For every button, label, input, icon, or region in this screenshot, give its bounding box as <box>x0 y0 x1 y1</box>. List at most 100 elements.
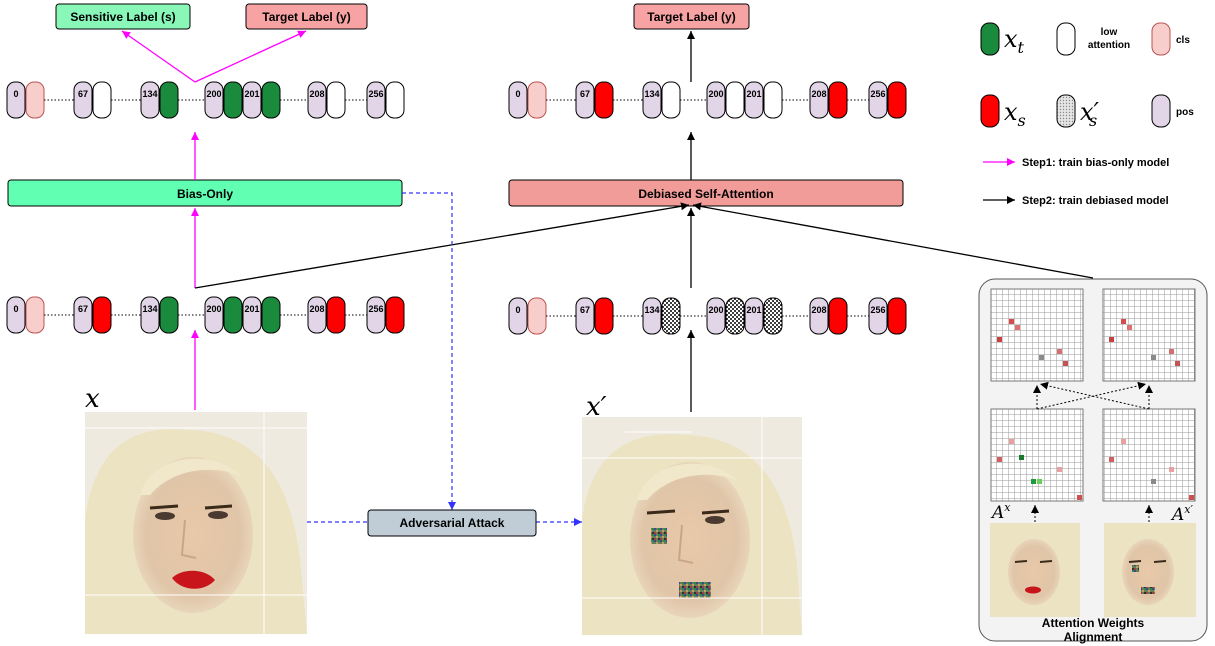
token-pair-208: 208 <box>307 81 346 119</box>
target-label-right-text: Target Label (y) <box>647 10 735 24</box>
legend-step1: Step1: train bias-only model <box>983 157 1169 169</box>
pos-embedding <box>642 81 662 119</box>
bias-only-box: Bias-Only <box>7 179 403 207</box>
token-pair-0: 0 <box>6 296 45 334</box>
token-position-label: 256 <box>870 89 885 99</box>
token-pair-256: 256 <box>868 297 907 335</box>
svg-text:attention: attention <box>1088 40 1130 51</box>
pos-embedding <box>706 81 726 119</box>
token-sensitive <box>887 81 907 119</box>
pos-embedding <box>6 296 26 334</box>
token-pair-201: 201 <box>744 81 783 119</box>
arrow-to-sensitive-label <box>121 30 196 83</box>
alignment-caption-line1: Attention Weights <box>1042 616 1145 630</box>
attention-label-a: Ax <box>990 501 1011 523</box>
attention-alignment-panel: Ax Ax′ Attention Weights Alignment <box>978 278 1208 644</box>
adversarial-face-image <box>582 417 802 635</box>
legend-low-attention: low attention <box>1056 22 1130 56</box>
svg-text:x′s: x′s <box>1080 98 1100 130</box>
token-pair-208: 208 <box>809 81 848 119</box>
token-position-label: 134 <box>644 305 659 315</box>
pos-embedding <box>6 81 26 119</box>
alignment-arrows <box>1031 381 1153 522</box>
perturbation-patch-eye <box>651 528 667 544</box>
sensitive-label-text: Sensitive Label (s) <box>70 10 175 24</box>
arrow-alignment-to-debiased <box>692 202 1094 279</box>
token-low <box>725 81 745 119</box>
pos-embedding <box>809 297 829 335</box>
pos-embedding <box>307 296 327 334</box>
token-pair-200: 200 <box>204 296 243 334</box>
legend-perturbed-token: x′s <box>1056 94 1100 130</box>
svg-text:xs: xs <box>1004 98 1026 130</box>
token-position-label: 200 <box>206 304 221 314</box>
svg-text:cls: cls <box>1176 35 1190 46</box>
token-sensitive <box>385 296 405 334</box>
sensitive-label-box: Sensitive Label (s) <box>55 3 191 30</box>
token-position-label: 200 <box>708 89 723 99</box>
token-pair-67: 67 <box>73 296 112 334</box>
small-face-adversarial <box>1104 523 1196 617</box>
bias-only-text: Bias-Only <box>177 187 233 201</box>
token-pair-256: 256 <box>366 296 405 334</box>
pos-embedding <box>706 297 726 335</box>
svg-text:Step1: train bias-only model: Step1: train bias-only model <box>1022 157 1169 169</box>
perturbation-patch-mouth <box>679 582 711 598</box>
target-label-box-left: Target Label (y) <box>245 3 368 30</box>
pos-embedding <box>204 81 224 119</box>
token-position-label: 67 <box>580 305 590 315</box>
target-label-box-right: Target Label (y) <box>633 3 750 30</box>
token-low <box>326 81 346 119</box>
attention-grid-top-right <box>1102 288 1196 382</box>
token-target <box>261 296 281 334</box>
token-position-label: 134 <box>142 304 157 314</box>
token-position-label: 0 <box>515 305 520 315</box>
token-pair-201: 201 <box>242 81 281 119</box>
token-perturbed <box>763 297 783 335</box>
arrow-to-target-label <box>194 30 307 83</box>
svg-text:low: low <box>1101 27 1118 38</box>
token-position-label: 200 <box>708 305 723 315</box>
pos-embedding <box>508 81 528 119</box>
arrow-bias-only-to-attack <box>402 192 456 510</box>
adversarial-attack-box: Adversarial Attack <box>367 509 537 537</box>
input-x-label: x <box>85 384 100 414</box>
token-position-label: 208 <box>309 89 324 99</box>
token-pair-0: 0 <box>508 297 547 335</box>
debiased-attention-text: Debiased Self-Attention <box>638 187 773 201</box>
token-position-label: 134 <box>142 89 157 99</box>
pos-embedding <box>744 297 764 335</box>
token-cls <box>25 296 45 334</box>
pos-embedding <box>642 297 662 335</box>
token-pair-256: 256 <box>868 81 907 119</box>
alignment-caption-line2: Alignment <box>1064 630 1123 644</box>
token-sensitive <box>594 297 614 335</box>
token-position-label: 201 <box>746 89 761 99</box>
token-pair-0: 0 <box>6 81 45 119</box>
token-pair-134: 134 <box>140 81 179 119</box>
token-position-label: 67 <box>580 89 590 99</box>
token-position-label: 0 <box>13 89 18 99</box>
step1-arrows <box>121 30 307 410</box>
token-position-label: 208 <box>309 304 324 314</box>
token-position-label: 256 <box>368 304 383 314</box>
token-position-label: 201 <box>746 305 761 315</box>
pos-embedding <box>868 81 888 119</box>
token-pair-200: 200 <box>204 81 243 119</box>
pos-embedding <box>307 81 327 119</box>
token-position-label: 201 <box>244 89 259 99</box>
pos-embedding <box>575 297 595 335</box>
legend-step2: Step2: train debiased model <box>983 195 1169 207</box>
token-sensitive <box>828 297 848 335</box>
token-pair-67: 67 <box>575 297 614 335</box>
token-sensitive <box>594 81 614 119</box>
pos-embedding <box>242 81 262 119</box>
token-sensitive <box>887 297 907 335</box>
svg-text:xt: xt <box>1004 25 1025 57</box>
pos-embedding <box>744 81 764 119</box>
token-target <box>261 81 281 119</box>
token-low <box>763 81 783 119</box>
token-pair-0: 0 <box>508 81 547 119</box>
